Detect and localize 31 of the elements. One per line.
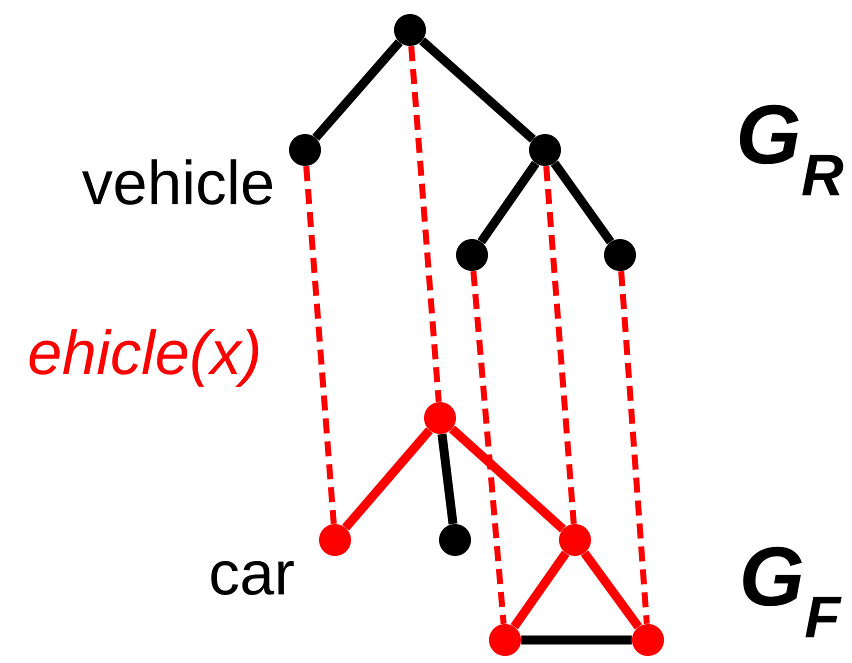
dashed-line — [408, 46, 442, 402]
line — [438, 434, 458, 524]
line — [478, 160, 540, 244]
line — [521, 636, 632, 644]
dot — [489, 624, 521, 656]
line — [312, 39, 403, 141]
dot — [439, 524, 471, 556]
dot — [319, 524, 351, 556]
label: G$_{F}$ — [743, 546, 842, 638]
dot — [632, 624, 664, 656]
line — [580, 550, 642, 630]
dot — [289, 134, 321, 166]
label: G$_{R}$ — [740, 104, 844, 196]
dashed-line — [543, 166, 577, 524]
line — [510, 550, 570, 630]
dashed-line — [618, 270, 650, 624]
label: ehicle(x) — [30, 329, 258, 387]
dashed-line — [303, 166, 337, 524]
dot — [559, 524, 591, 556]
line — [449, 426, 566, 532]
dot — [529, 134, 561, 166]
line — [342, 427, 433, 531]
dot — [604, 239, 636, 271]
line — [419, 37, 536, 143]
dot — [394, 14, 426, 46]
node-label: vehicle — [82, 159, 272, 205]
dot — [456, 239, 488, 271]
node-label: car — [211, 561, 294, 595]
dot — [424, 402, 456, 434]
dashed-line — [470, 270, 507, 624]
line — [550, 160, 614, 244]
